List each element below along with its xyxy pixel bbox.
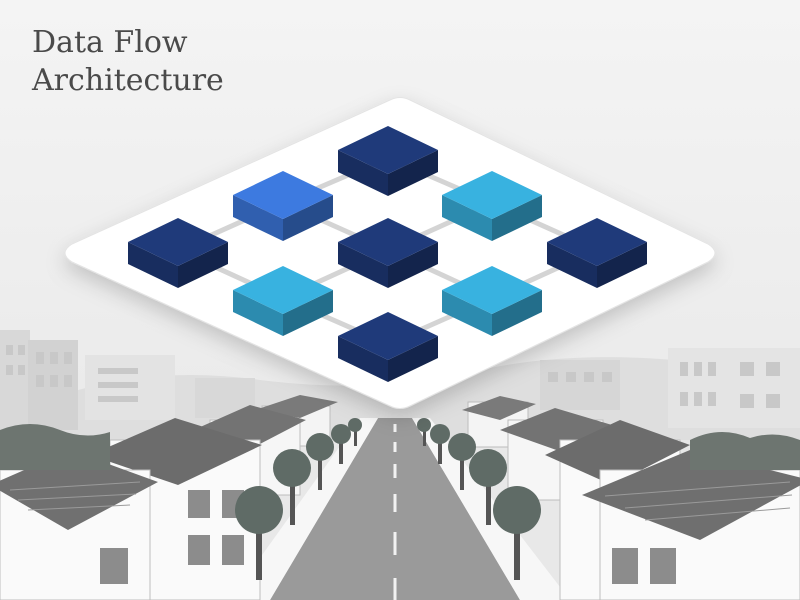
node-right-face [283, 195, 333, 241]
hedge [0, 424, 110, 470]
tree [306, 433, 334, 490]
bg-building [540, 360, 620, 410]
title-line-1: Data Flow [32, 25, 188, 60]
node-right-face [388, 242, 438, 288]
node-center [338, 218, 438, 288]
node-top-face [338, 312, 438, 360]
node-top-face [338, 218, 438, 266]
bg-building [0, 330, 30, 430]
node-right-face [178, 242, 228, 288]
node-left-face [128, 242, 178, 288]
title-line-2: Architecture [32, 63, 224, 98]
house [0, 450, 158, 600]
node-right-face [388, 336, 438, 382]
diagram-nodes [128, 126, 647, 382]
node-bottom [338, 312, 438, 382]
tree [417, 418, 431, 446]
node-right-face [492, 195, 542, 241]
node-left [128, 218, 228, 288]
node-top-face [338, 126, 438, 174]
node-top-face [547, 218, 647, 266]
node-left-face [233, 195, 283, 241]
node-left-face [338, 150, 388, 196]
node-left-face [547, 242, 597, 288]
node-right-face [492, 290, 542, 336]
node-top-face [233, 266, 333, 314]
bg-building [668, 348, 800, 428]
house [90, 418, 262, 600]
tree [235, 486, 283, 580]
node-left-face [233, 290, 283, 336]
hedge [690, 431, 800, 470]
node-top [338, 126, 438, 196]
tree [469, 449, 507, 525]
page-title: Data Flow Architecture [32, 24, 224, 100]
node-right-face [283, 290, 333, 336]
node-upper-left [233, 171, 333, 241]
node-top-face [233, 171, 333, 219]
node-left-face [338, 242, 388, 288]
node-left-face [442, 195, 492, 241]
node-left-face [338, 336, 388, 382]
tree [348, 418, 362, 446]
tree [430, 424, 450, 464]
node-right-face [597, 242, 647, 288]
node-top-face [442, 171, 542, 219]
node-lower-left [233, 266, 333, 336]
house [582, 450, 800, 600]
node-upper-right [442, 171, 542, 241]
node-lower-right [442, 266, 542, 336]
tree [448, 433, 476, 490]
node-top-face [442, 266, 542, 314]
tree [273, 449, 311, 525]
trees [235, 418, 541, 580]
node-top-face [128, 218, 228, 266]
houses-right [462, 396, 800, 600]
node-right-face [388, 150, 438, 196]
tree [331, 424, 351, 464]
node-left-face [442, 290, 492, 336]
tree [493, 486, 541, 580]
node-right [547, 218, 647, 288]
